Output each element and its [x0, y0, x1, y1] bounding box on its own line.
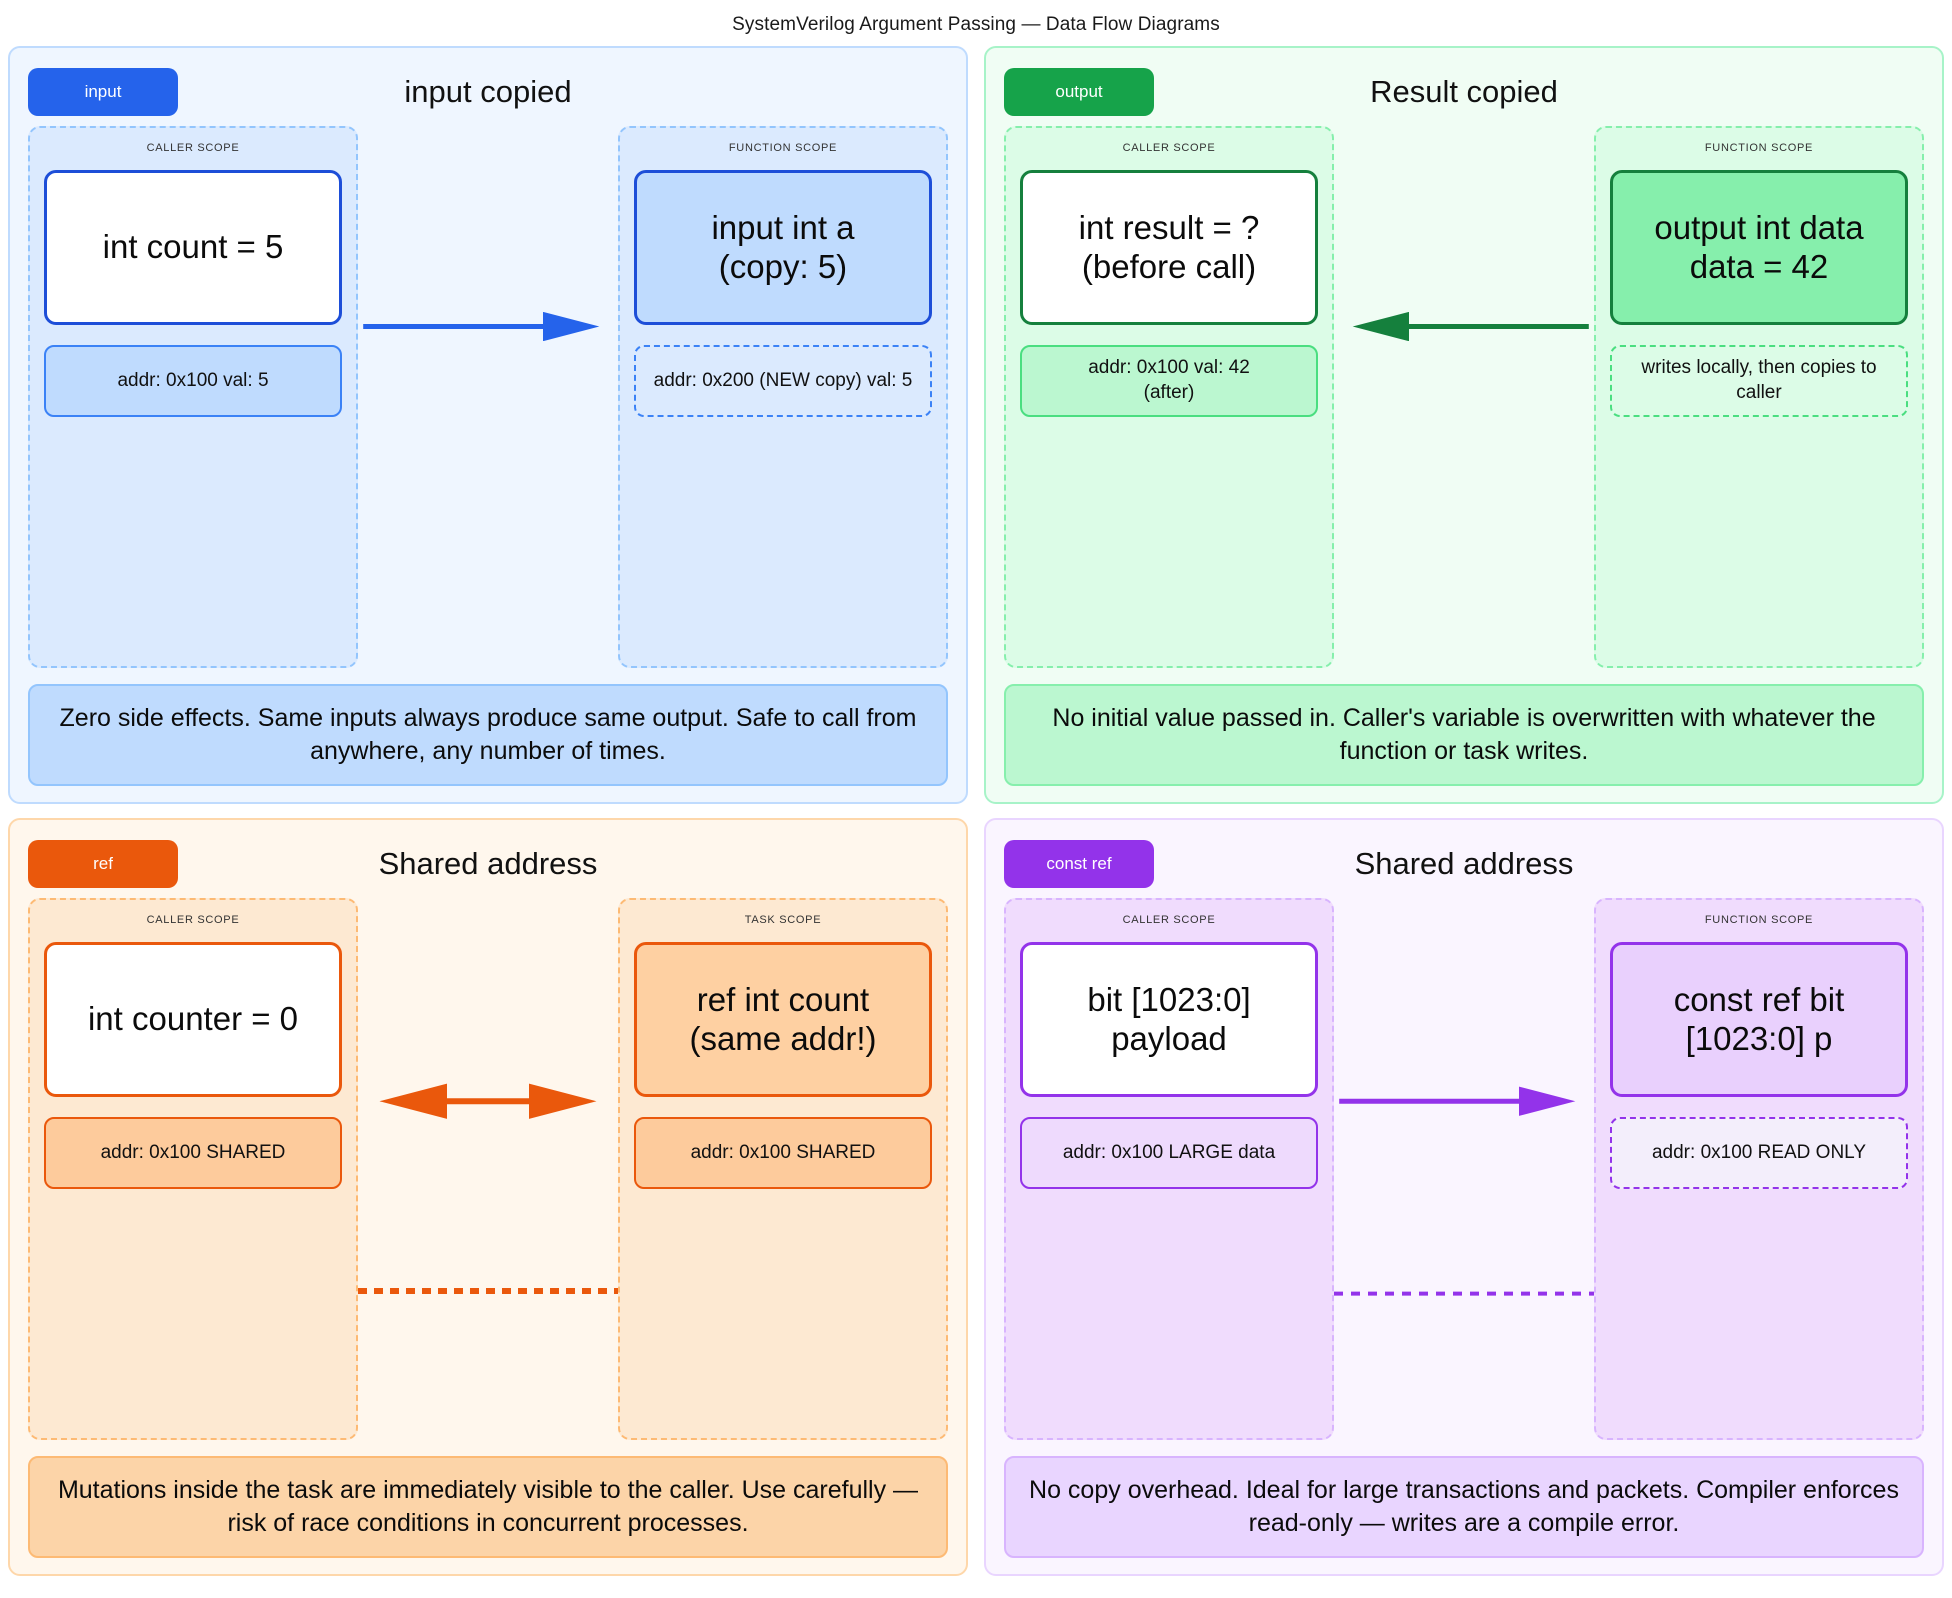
panel-badge-const-ref: const ref: [1004, 840, 1154, 888]
scopes-ref: CALLER SCOPE int counter = 0 addr: 0x100…: [28, 898, 948, 1440]
callee-scope-input: FUNCTION SCOPE input int a(copy: 5) addr…: [618, 126, 948, 668]
scope-label-function: FUNCTION SCOPE: [728, 142, 838, 154]
caller-node-output: int result = ?(before call): [1020, 170, 1318, 325]
connector-ref: [358, 898, 618, 1440]
panel-input: input input copied CALLER SCOPE int coun…: [8, 46, 968, 804]
scope-label-caller: CALLER SCOPE: [1122, 142, 1216, 154]
callee-node-input: input int a(copy: 5): [634, 170, 932, 325]
scope-label-caller: CALLER SCOPE: [146, 142, 240, 154]
callee-meta-output: writes locally, then copies to caller: [1610, 345, 1908, 417]
caller-node-const-ref: bit [1023:0] payload: [1020, 942, 1318, 1097]
caller-scope-ref: CALLER SCOPE int counter = 0 addr: 0x100…: [28, 898, 358, 1440]
callee-node-const-ref: const ref bit [1023:0] p: [1610, 942, 1908, 1097]
panel-note-const-ref: No copy overhead. Ideal for large transa…: [1004, 1456, 1924, 1558]
panel-note-input: Zero side effects. Same inputs always pr…: [28, 684, 948, 786]
callee-scope-ref: TASK SCOPE ref int count(same addr!) add…: [618, 898, 948, 1440]
panel-heading-const-ref: Shared address: [1354, 846, 1574, 881]
scopes-input: CALLER SCOPE int count = 5 addr: 0x100 v…: [28, 126, 948, 668]
panel-header: ref Shared address: [28, 836, 948, 898]
connector-output: [1334, 126, 1594, 668]
connector-input: [358, 126, 618, 668]
caller-node-input: int count = 5: [44, 170, 342, 325]
callee-node-ref: ref int count(same addr!): [634, 942, 932, 1097]
caller-node-ref: int counter = 0: [44, 942, 342, 1097]
caller-meta-ref: addr: 0x100 SHARED: [44, 1117, 342, 1189]
panel-header: const ref Shared address: [1004, 836, 1924, 898]
connector-const-ref: [1334, 898, 1594, 1440]
caller-meta-const-ref: addr: 0x100 LARGE data: [1020, 1117, 1318, 1189]
panel-badge-input: input: [28, 68, 178, 116]
callee-meta-input: addr: 0x200 (NEW copy) val: 5: [634, 345, 932, 417]
scope-label-caller: CALLER SCOPE: [146, 914, 240, 926]
panel-grid: input input copied CALLER SCOPE int coun…: [0, 36, 1952, 1584]
callee-meta-const-ref: addr: 0x100 READ ONLY: [1610, 1117, 1908, 1189]
scope-label-task: TASK SCOPE: [744, 914, 822, 926]
scope-label-caller: CALLER SCOPE: [1122, 914, 1216, 926]
panel-badge-ref: ref: [28, 840, 178, 888]
scopes-output: CALLER SCOPE int result = ?(before call)…: [1004, 126, 1924, 668]
caller-scope-const-ref: CALLER SCOPE bit [1023:0] payload addr: …: [1004, 898, 1334, 1440]
scope-label-function: FUNCTION SCOPE: [1704, 142, 1814, 154]
panel-note-output: No initial value passed in. Caller's var…: [1004, 684, 1924, 786]
callee-meta-ref: addr: 0x100 SHARED: [634, 1117, 932, 1189]
page-title: SystemVerilog Argument Passing — Data Fl…: [732, 14, 1220, 35]
panel-header: output Result copied: [1004, 64, 1924, 126]
panel-heading-ref: Shared address: [378, 846, 598, 881]
panel-ref: ref Shared address CALLER SCOPE int coun…: [8, 818, 968, 1576]
panel-note-ref: Mutations inside the task are immediatel…: [28, 1456, 948, 1558]
caller-meta-input: addr: 0x100 val: 5: [44, 345, 342, 417]
panel-header: input input copied: [28, 64, 948, 126]
caller-scope-input: CALLER SCOPE int count = 5 addr: 0x100 v…: [28, 126, 358, 668]
panel-const-ref: const ref Shared address CALLER SCOPE bi…: [984, 818, 1944, 1576]
callee-scope-const-ref: FUNCTION SCOPE const ref bit [1023:0] p …: [1594, 898, 1924, 1440]
panel-heading-input: input copied: [404, 74, 572, 109]
caller-scope-output: CALLER SCOPE int result = ?(before call)…: [1004, 126, 1334, 668]
caller-meta-output: addr: 0x100 val: 42(after): [1020, 345, 1318, 417]
panel-heading-output: Result copied: [1370, 74, 1558, 109]
panel-badge-output: output: [1004, 68, 1154, 116]
scopes-const-ref: CALLER SCOPE bit [1023:0] payload addr: …: [1004, 898, 1924, 1440]
scope-label-function: FUNCTION SCOPE: [1704, 914, 1814, 926]
panel-output: output Result copied CALLER SCOPE int re…: [984, 46, 1944, 804]
